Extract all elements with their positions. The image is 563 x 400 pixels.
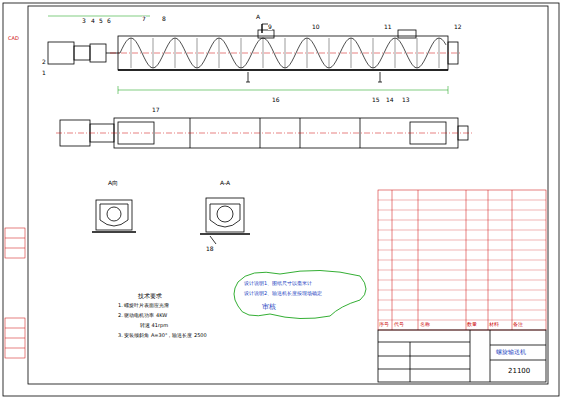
flight-edge — [329, 38, 330, 68]
flight-edge — [351, 38, 352, 68]
table-row-line — [378, 300, 546, 301]
callout-number: 3 — [82, 18, 86, 24]
table-row-line — [378, 220, 546, 221]
view-label: A — [256, 14, 260, 20]
table-row-line — [378, 210, 546, 211]
note-text: 3. 安装倾斜角 A=30°，输送长度 2500 — [118, 333, 207, 338]
callout-number: 12 — [454, 24, 462, 30]
table-row-line — [378, 230, 546, 231]
callout-number: 16 — [272, 97, 280, 103]
flight-edge — [219, 38, 220, 68]
table-row-line — [378, 250, 546, 251]
flight-edge — [417, 38, 418, 68]
flight-edge — [241, 38, 242, 68]
screw-flight — [120, 38, 446, 68]
callout-number: 5 — [99, 18, 103, 24]
callout-number: 15 — [372, 97, 380, 103]
table-row-line — [378, 200, 546, 201]
note-text: 设计说明1、图纸尺寸以毫米计 — [244, 281, 312, 286]
table-cell: 名称 — [420, 322, 430, 327]
callout-number: 7 — [142, 16, 146, 22]
view-label: A向 — [108, 180, 118, 186]
callout-number: 1 — [42, 70, 46, 76]
table-cell: 代号 — [394, 322, 404, 327]
callout-number: 13 — [402, 97, 410, 103]
table-cell: 备注 — [513, 322, 523, 327]
table-cell: 序号 — [379, 322, 389, 327]
table-row-line — [378, 260, 546, 261]
flight-edge — [131, 38, 132, 68]
flight-edge — [153, 38, 154, 68]
callout-number: 14 — [386, 97, 394, 103]
flight-edge — [263, 38, 264, 68]
table-cell: 数量 — [467, 322, 477, 327]
flight-edge — [373, 38, 374, 68]
callout-number: 2 — [42, 59, 46, 65]
table-row-line — [378, 320, 546, 321]
table-cell: 21100 — [508, 368, 530, 375]
table-row-line — [378, 270, 546, 271]
table-cell: 材料 — [489, 322, 499, 327]
flight-edge — [175, 38, 176, 68]
flight-edge — [197, 38, 198, 68]
table-row-line — [378, 280, 546, 281]
callout-number: 8 — [162, 16, 166, 22]
table-row-line — [378, 240, 546, 241]
callout-number: 9 — [268, 24, 272, 30]
drawing-title: 螺旋输送机 — [496, 349, 526, 355]
note-text: 审核 — [262, 304, 276, 311]
note-text: 2. 驱动电机功率 4KW — [118, 313, 167, 318]
note-text: 1. 螺旋叶片表面应光滑 — [118, 303, 169, 308]
callout-number: 18 — [206, 246, 214, 252]
note-text: 设计说明2、输送机长度按现场确定 — [244, 291, 322, 296]
flight-edge — [285, 38, 286, 68]
flight-edge — [439, 38, 440, 68]
flight-edge — [307, 38, 308, 68]
table-cell: CAD — [8, 36, 19, 41]
flight-edge — [395, 38, 396, 68]
table-row-line — [378, 290, 546, 291]
callout-number: 11 — [384, 24, 392, 30]
note-text: 转速 41rpm — [140, 323, 168, 328]
view-label: A-A — [220, 180, 230, 186]
callout-number: 17 — [152, 107, 160, 113]
callout-number: 10 — [312, 24, 320, 30]
note-text: 技术要求 — [138, 293, 162, 299]
callout-number: 4 — [91, 18, 95, 24]
callout-number: 6 — [107, 18, 111, 24]
table-row-line — [378, 310, 546, 311]
